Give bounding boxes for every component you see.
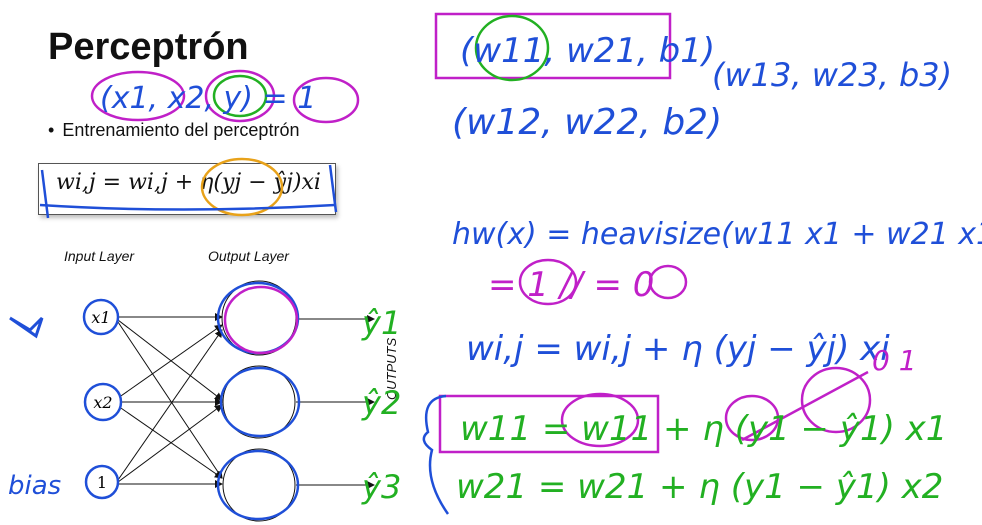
input-layer-label: Input Layer [64,248,135,264]
input-node-label: x1 [91,308,110,327]
output-neuron-2 [222,365,296,439]
weights-3: (w13, w23, b3) [712,56,952,94]
update-rule: wi,j = wi,j + η (yj − ŷj) xi [466,329,890,369]
output-neuron-1-mark [223,285,299,355]
heaviside-result: = 1 // = 0 [488,265,654,305]
weights-2: (w12, w22, b2) [452,102,722,143]
tuple-circle [90,70,186,122]
scribble-mark [9,316,44,339]
output-layer-label: Output Layer [208,248,289,264]
bullet-dot-icon: • [48,120,55,140]
input-node-label: 1 [97,473,107,492]
input-nodes: x1 x2 1 [82,298,123,500]
y-hat-2: ŷ2 [361,384,401,422]
bias-annotation: bias [8,471,61,501]
bullet-item: • Entrenamiento del perceptrón [48,120,299,141]
output-neuron-3 [222,448,296,522]
slide-title: Perceptrón [48,26,249,68]
equations-brace [422,394,450,515]
edge [117,321,223,479]
tuple-annotation: (x1, x2, y) = 1 [100,81,316,116]
edge [117,324,223,399]
one-circle [292,76,360,124]
w11-circle [474,14,550,82]
y-circle-inner [212,74,268,118]
input-node-x2 [83,382,123,422]
input-node-x1 [82,298,120,336]
w11-update-box [438,394,660,454]
output-neurons [216,280,301,522]
error-term-circle [200,157,284,217]
output-neuron-2-mark [219,366,301,438]
y-hat-3: ŷ3 [361,468,401,506]
bias-node [84,464,120,500]
connect-arrow [741,370,869,442]
w11-rhs-circle [560,392,640,448]
input-node-label: x2 [93,393,112,412]
bullet-text: Entrenamiento del perceptrón [62,120,300,140]
update-w21: w21 = w21 + η (y1 − ŷ1) x2 [456,467,943,507]
result-one-circle [518,258,578,306]
formula-bracket [40,164,338,219]
result-zero-circle [648,264,688,300]
formula-underline [39,203,336,211]
edge [117,319,223,401]
edge [117,329,223,481]
update-w11: w11 = w11 + η (y1 − ŷ1) x1 [460,409,947,449]
y-circle-outer [204,69,276,123]
y1-hat-circle [800,366,872,434]
y1-circle [724,394,780,442]
output-neuron-3-mark [216,449,300,521]
weights-1: (w11, w21, b1) [460,31,715,71]
heaviside-expression: hw(x) = heavisize(w11 x1 + w21 x1 + b1) … [452,217,982,252]
network-edges [117,313,375,489]
target-annotation: 0 1 [872,344,917,377]
weights-box [434,12,672,80]
edge [117,404,223,483]
edge [117,405,223,479]
y-hat-1: ŷ1 [361,304,401,342]
